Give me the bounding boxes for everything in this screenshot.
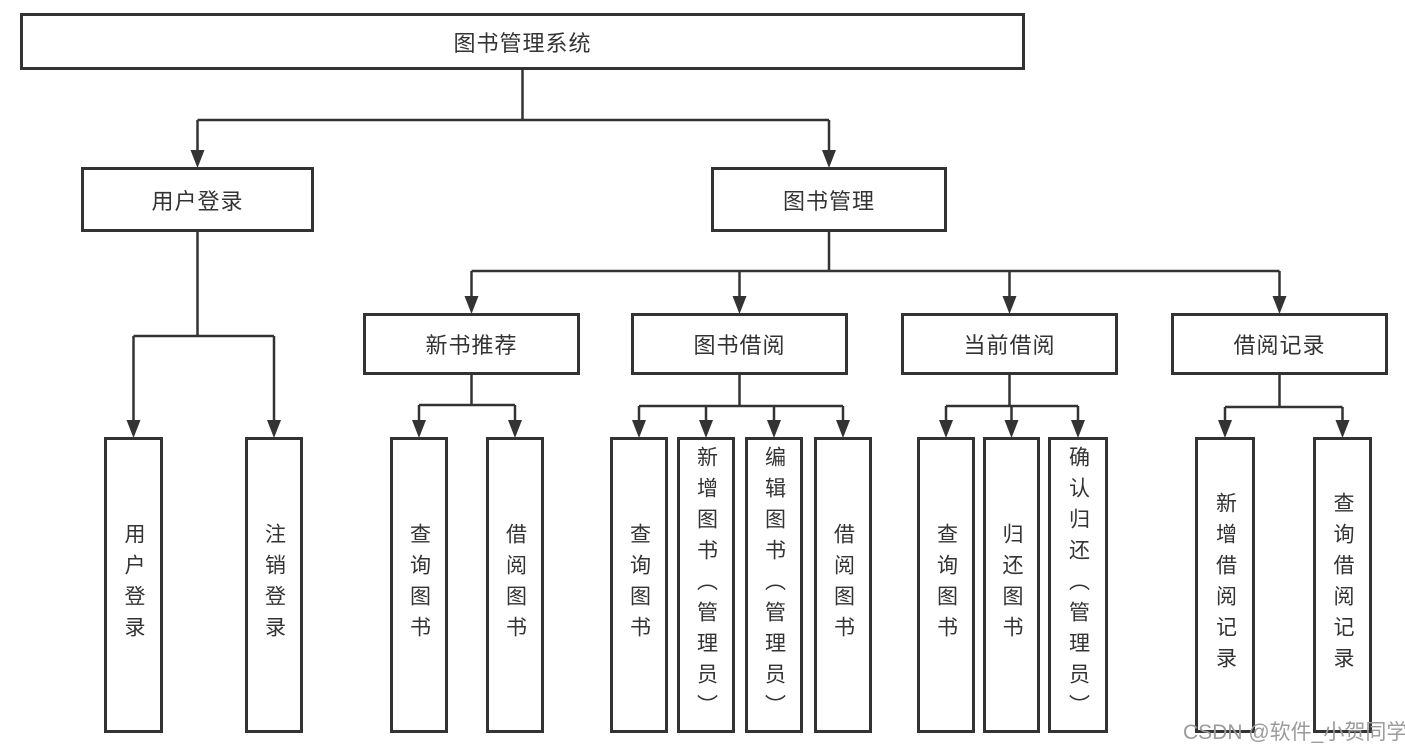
node-label: 编辑图书（管理员）	[762, 445, 786, 725]
leaf-query-books-current: 查询图书	[917, 437, 975, 733]
node-label: 图书借阅	[693, 333, 786, 358]
node-new-book-recommend: 新书推荐	[363, 313, 580, 375]
node-label: 注销登录	[262, 523, 286, 647]
leaf-query-borrow-record: 查询借阅记录	[1313, 437, 1372, 733]
node-label: 图书管理系统	[453, 30, 592, 56]
leaf-edit-book-admin: 编辑图书（管理员）	[745, 437, 803, 733]
node-library-management-system: 图书管理系统	[20, 13, 1025, 70]
node-label: 新增图书（管理员）	[694, 445, 718, 725]
node-label: 借阅记录	[1233, 333, 1326, 358]
node-current-borrow: 当前借阅	[901, 313, 1118, 375]
leaf-logout: 注销登录	[245, 437, 303, 733]
node-label: 用户登录	[122, 523, 145, 647]
leaf-add-borrow-record: 新增借阅记录	[1195, 437, 1255, 733]
leaf-query-books-borrow: 查询图书	[610, 437, 668, 733]
leaf-borrow-books-recommend: 借阅图书	[486, 437, 544, 733]
node-label: 借阅图书	[831, 523, 855, 647]
node-label: 用户登录	[151, 188, 244, 214]
node-book-management: 图书管理	[711, 167, 947, 232]
node-label: 新书推荐	[425, 333, 518, 358]
node-borrow-records: 借阅记录	[1171, 313, 1388, 375]
node-label: 查询图书	[627, 523, 651, 647]
leaf-return-books: 归还图书	[983, 437, 1040, 733]
node-label: 新增借阅记录	[1213, 492, 1237, 678]
arrowheads	[126, 150, 1350, 438]
node-label: 当前借阅	[963, 333, 1056, 358]
node-label: 查询借阅记录	[1331, 492, 1354, 678]
node-label: 确认归还（管理员）	[1066, 445, 1090, 725]
leaf-borrow-books: 借阅图书	[814, 437, 872, 733]
leaf-confirm-return-admin: 确认归还（管理员）	[1048, 437, 1108, 733]
node-user-login: 用户登录	[81, 167, 314, 232]
node-label: 归还图书	[1000, 523, 1023, 647]
node-label: 图书管理	[782, 188, 875, 214]
watermark: CSDN @软件_小贺同学	[1183, 721, 1405, 744]
leaf-user-login: 用户登录	[104, 437, 163, 733]
node-label: 查询图书	[934, 523, 958, 647]
leaf-add-book-admin: 新增图书（管理员）	[677, 437, 735, 733]
node-book-borrow: 图书借阅	[631, 313, 848, 375]
node-label: 借阅图书	[503, 523, 527, 647]
node-label: 查询图书	[407, 523, 431, 647]
leaf-query-books-recommend: 查询图书	[390, 437, 448, 733]
